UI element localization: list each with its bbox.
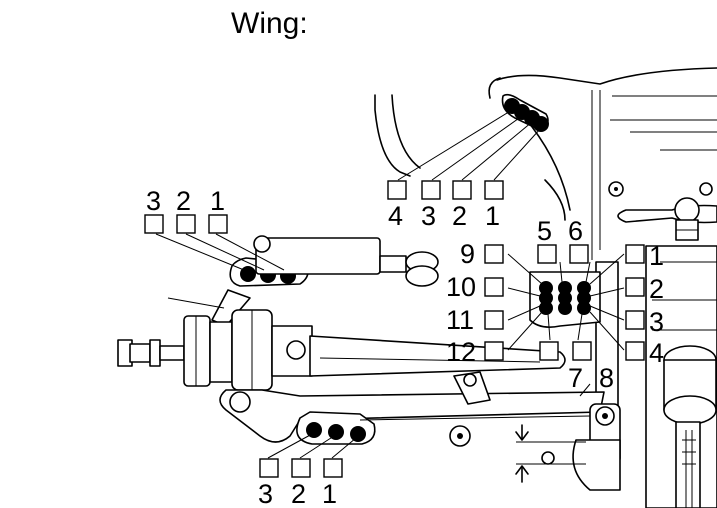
shock-right-options: 1 2 3 4 — [625, 241, 664, 368]
shock-lower-label: 8 — [599, 363, 614, 393]
shock-left-options: 9 10 11 12 — [446, 239, 504, 367]
upper-arm-label: 3 — [146, 186, 161, 216]
wing-option-box[interactable] — [484, 180, 504, 200]
wing-option-label: 2 — [452, 201, 467, 231]
shock-top-box[interactable] — [569, 244, 589, 264]
wing-option-box[interactable] — [452, 180, 472, 200]
upper-arm-label: 1 — [210, 186, 225, 216]
shock-left-label: 9 — [460, 239, 475, 269]
lower-arm-group — [219, 389, 621, 491]
shock-hole — [577, 281, 591, 295]
lower-arm-options: 3 2 1 — [258, 458, 343, 508]
lower-arm-label: 3 — [258, 479, 273, 508]
lower-arm-hole — [350, 426, 366, 442]
shock-left-label: 12 — [446, 337, 476, 367]
shock-left-box[interactable] — [484, 244, 504, 264]
upper-arm-box[interactable] — [144, 214, 164, 234]
lower-arm-label: 1 — [322, 479, 337, 508]
diagram-title: Wing: — [231, 7, 308, 40]
shock-left-label: 11 — [446, 305, 474, 335]
shock-left-box[interactable] — [484, 310, 504, 330]
upper-arm-group — [155, 233, 439, 327]
shock-right-label: 3 — [649, 307, 664, 337]
axle-hub — [117, 309, 566, 391]
shock-lower-label: 7 — [568, 363, 583, 393]
shock-right-label: 1 — [649, 241, 664, 271]
shock-right-box[interactable] — [625, 277, 645, 297]
upper-arm-box[interactable] — [208, 214, 228, 234]
upper-arm-options: 3 2 1 — [144, 186, 228, 234]
shock-right-box[interactable] — [625, 244, 645, 264]
wing-option-label: 4 — [388, 201, 403, 231]
lower-arm-box[interactable] — [259, 458, 279, 478]
shock-top-label: 5 — [537, 216, 552, 246]
shock-tower — [453, 253, 625, 405]
wing-mount-group — [397, 93, 549, 181]
wing-option-box[interactable] — [421, 180, 441, 200]
shock-right-box[interactable] — [625, 310, 645, 330]
shock-hole — [577, 291, 591, 305]
shock-right-label: 2 — [649, 274, 664, 304]
shock-left-box[interactable] — [484, 277, 504, 297]
shock-lower-options: 7 8 — [539, 341, 614, 393]
shock-hole — [558, 291, 572, 305]
lower-arm-label: 2 — [291, 479, 306, 508]
upper-arm-label: 2 — [176, 186, 191, 216]
lower-arm-hole — [306, 422, 322, 438]
shock-lower-box[interactable] — [539, 341, 559, 361]
shock-hole — [539, 301, 553, 315]
shock-hole — [558, 281, 572, 295]
shock-hole — [577, 301, 591, 315]
wing-hole — [533, 116, 549, 132]
shock-top-options: 5 6 — [537, 216, 589, 264]
wing-option-label: 1 — [485, 201, 500, 231]
shock-top-label: 6 — [568, 216, 583, 246]
lower-arm-box[interactable] — [291, 458, 311, 478]
wing-mount-options: 4 3 2 1 — [387, 180, 504, 231]
shock-right-box[interactable] — [625, 341, 645, 361]
upper-arm-hole — [240, 266, 256, 282]
wing-option-box[interactable] — [387, 180, 407, 200]
shock-left-box[interactable] — [484, 341, 504, 361]
shock-lower-box[interactable] — [572, 341, 592, 361]
shock-hole — [539, 291, 553, 305]
shock-hole — [539, 281, 553, 295]
shock-right-label: 4 — [649, 338, 664, 368]
wing-option-label: 3 — [421, 201, 436, 231]
upper-arm-box[interactable] — [176, 214, 196, 234]
shock-hole — [558, 301, 572, 315]
shock-top-box[interactable] — [537, 244, 557, 264]
shock-left-label: 10 — [446, 272, 476, 302]
lower-arm-hole — [328, 424, 344, 440]
lower-arm-box[interactable] — [323, 458, 343, 478]
